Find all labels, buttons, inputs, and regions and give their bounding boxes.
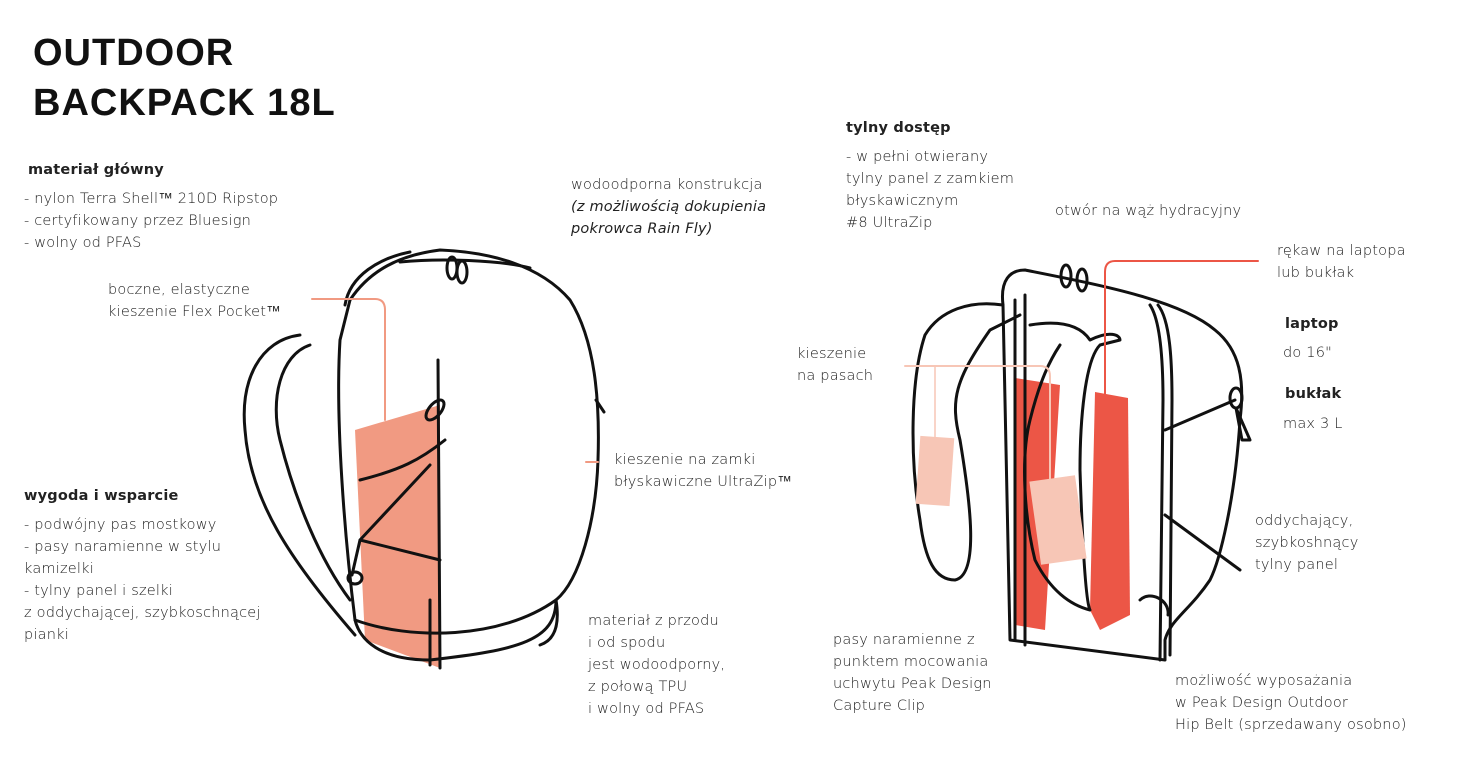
reservoir-heading: bukłak <box>1285 386 1342 402</box>
label-line: materiał z przodu <box>588 613 719 629</box>
label-line: (z możliwością dokupienia <box>571 199 767 215</box>
back-access-heading: tylny dostęp <box>846 120 951 136</box>
leader-lines <box>311 260 1259 481</box>
back-access-block: tylny dostęp - w pełni otwierany tylny p… <box>846 117 1014 234</box>
main-material-block: materiał główny - nylon Terra Shell™ 210… <box>24 159 278 254</box>
comfort-block: wygoda i wsparcie - podwójny pas mostkow… <box>24 485 261 646</box>
label-line: rękaw na laptopa <box>1277 243 1406 259</box>
main-material-line: - certyfikowany przez Bluesign <box>24 213 251 229</box>
label-line: na pasach <box>797 368 874 384</box>
label-line: błyskawiczne UltraZip™ <box>614 474 792 490</box>
page-title: OUTDOOR BACKPACK 18L <box>33 28 336 128</box>
reservoir-value: max 3 L <box>1283 416 1343 432</box>
front-backpack-drawing <box>242 248 606 670</box>
laptop-value: do 16" <box>1283 345 1333 361</box>
back-access-line: tylny panel z zamkiem <box>846 171 1015 187</box>
comfort-line: - tylny panel i szelki <box>24 583 173 599</box>
label-line: pokrowca Rain Fly) <box>571 221 713 237</box>
label-line: oddychający, <box>1255 513 1354 529</box>
label-line: i wolny od PFAS <box>588 701 705 717</box>
label-line: Hip Belt (sprzedawany osobno) <box>1175 717 1407 733</box>
laptop-heading: laptop <box>1285 316 1339 332</box>
label-line: kieszenie na zamki <box>614 452 756 468</box>
label-line: szybkoshnący <box>1255 535 1359 551</box>
label-line: i od spodu <box>588 635 666 651</box>
label-line: pasy naramienne z <box>833 632 975 648</box>
label-line: z połową TPU <box>588 679 688 695</box>
label-line: wodoodporna konstrukcja <box>571 177 763 193</box>
label-line: Capture Clip <box>833 698 926 714</box>
comfort-line: - pasy naramienne w stylu <box>24 539 222 555</box>
back-panel-label: oddychający, szybkoshnący tylny panel <box>1255 510 1358 576</box>
comfort-line: - podwójny pas mostkowy <box>24 517 217 533</box>
sleeve-label: rękaw na laptopa lub bukłak <box>1277 240 1406 284</box>
comfort-heading: wygoda i wsparcie <box>24 488 179 504</box>
back-access-line: #8 UltraZip <box>846 215 933 231</box>
label-line: tylny panel <box>1255 557 1339 573</box>
label-line: lub bukłak <box>1277 265 1355 281</box>
main-material-line: - wolny od PFAS <box>24 235 142 251</box>
side-pockets-label: boczne, elastyczne kieszenie Flex Pocket… <box>108 279 281 323</box>
label-line: boczne, elastyczne <box>108 282 250 298</box>
label-line: jest wodoodporny, <box>588 657 726 673</box>
comfort-line: kamizelki <box>24 561 94 577</box>
label-line: możliwość wyposażania <box>1175 673 1353 689</box>
comfort-line: z oddychającej, szybkoschnącej <box>24 605 261 621</box>
zip-pockets-label: kieszenie na zamki błyskawiczne UltraZip… <box>614 449 792 493</box>
label-line: uchwytu Peak Design <box>833 676 992 692</box>
title-line: BACKPACK 18L <box>33 82 336 124</box>
strap-pockets-label: kieszenie na pasach <box>797 343 873 387</box>
hip-belt-label: możliwość wyposażania w Peak Design Outd… <box>1175 670 1407 736</box>
back-access-line: - w pełni otwierany <box>846 149 989 165</box>
comfort-line: pianki <box>24 627 69 643</box>
shoulder-straps-label: pasy naramienne z punktem mocowania uchw… <box>833 629 992 717</box>
label-line: punktem mocowania <box>833 654 989 670</box>
title-line: OUTDOOR <box>33 32 235 74</box>
label-line: kieszenie <box>797 346 867 362</box>
back-backpack-drawing <box>911 263 1252 662</box>
front-material-label: materiał z przodu i od spodu jest wodood… <box>588 610 725 720</box>
label-line: w Peak Design Outdoor <box>1175 695 1349 711</box>
main-material-line: - nylon Terra Shell™ 210D Ripstop <box>24 191 279 207</box>
label-line: kieszenie Flex Pocket™ <box>108 304 281 320</box>
main-material-heading: materiał główny <box>28 162 164 178</box>
hydration-port-label: otwór na wąż hydracyjny <box>1055 203 1242 219</box>
waterproof-label: wodoodporna konstrukcja (z możliwością d… <box>571 174 766 240</box>
back-access-line: błyskawicznym <box>846 193 959 209</box>
